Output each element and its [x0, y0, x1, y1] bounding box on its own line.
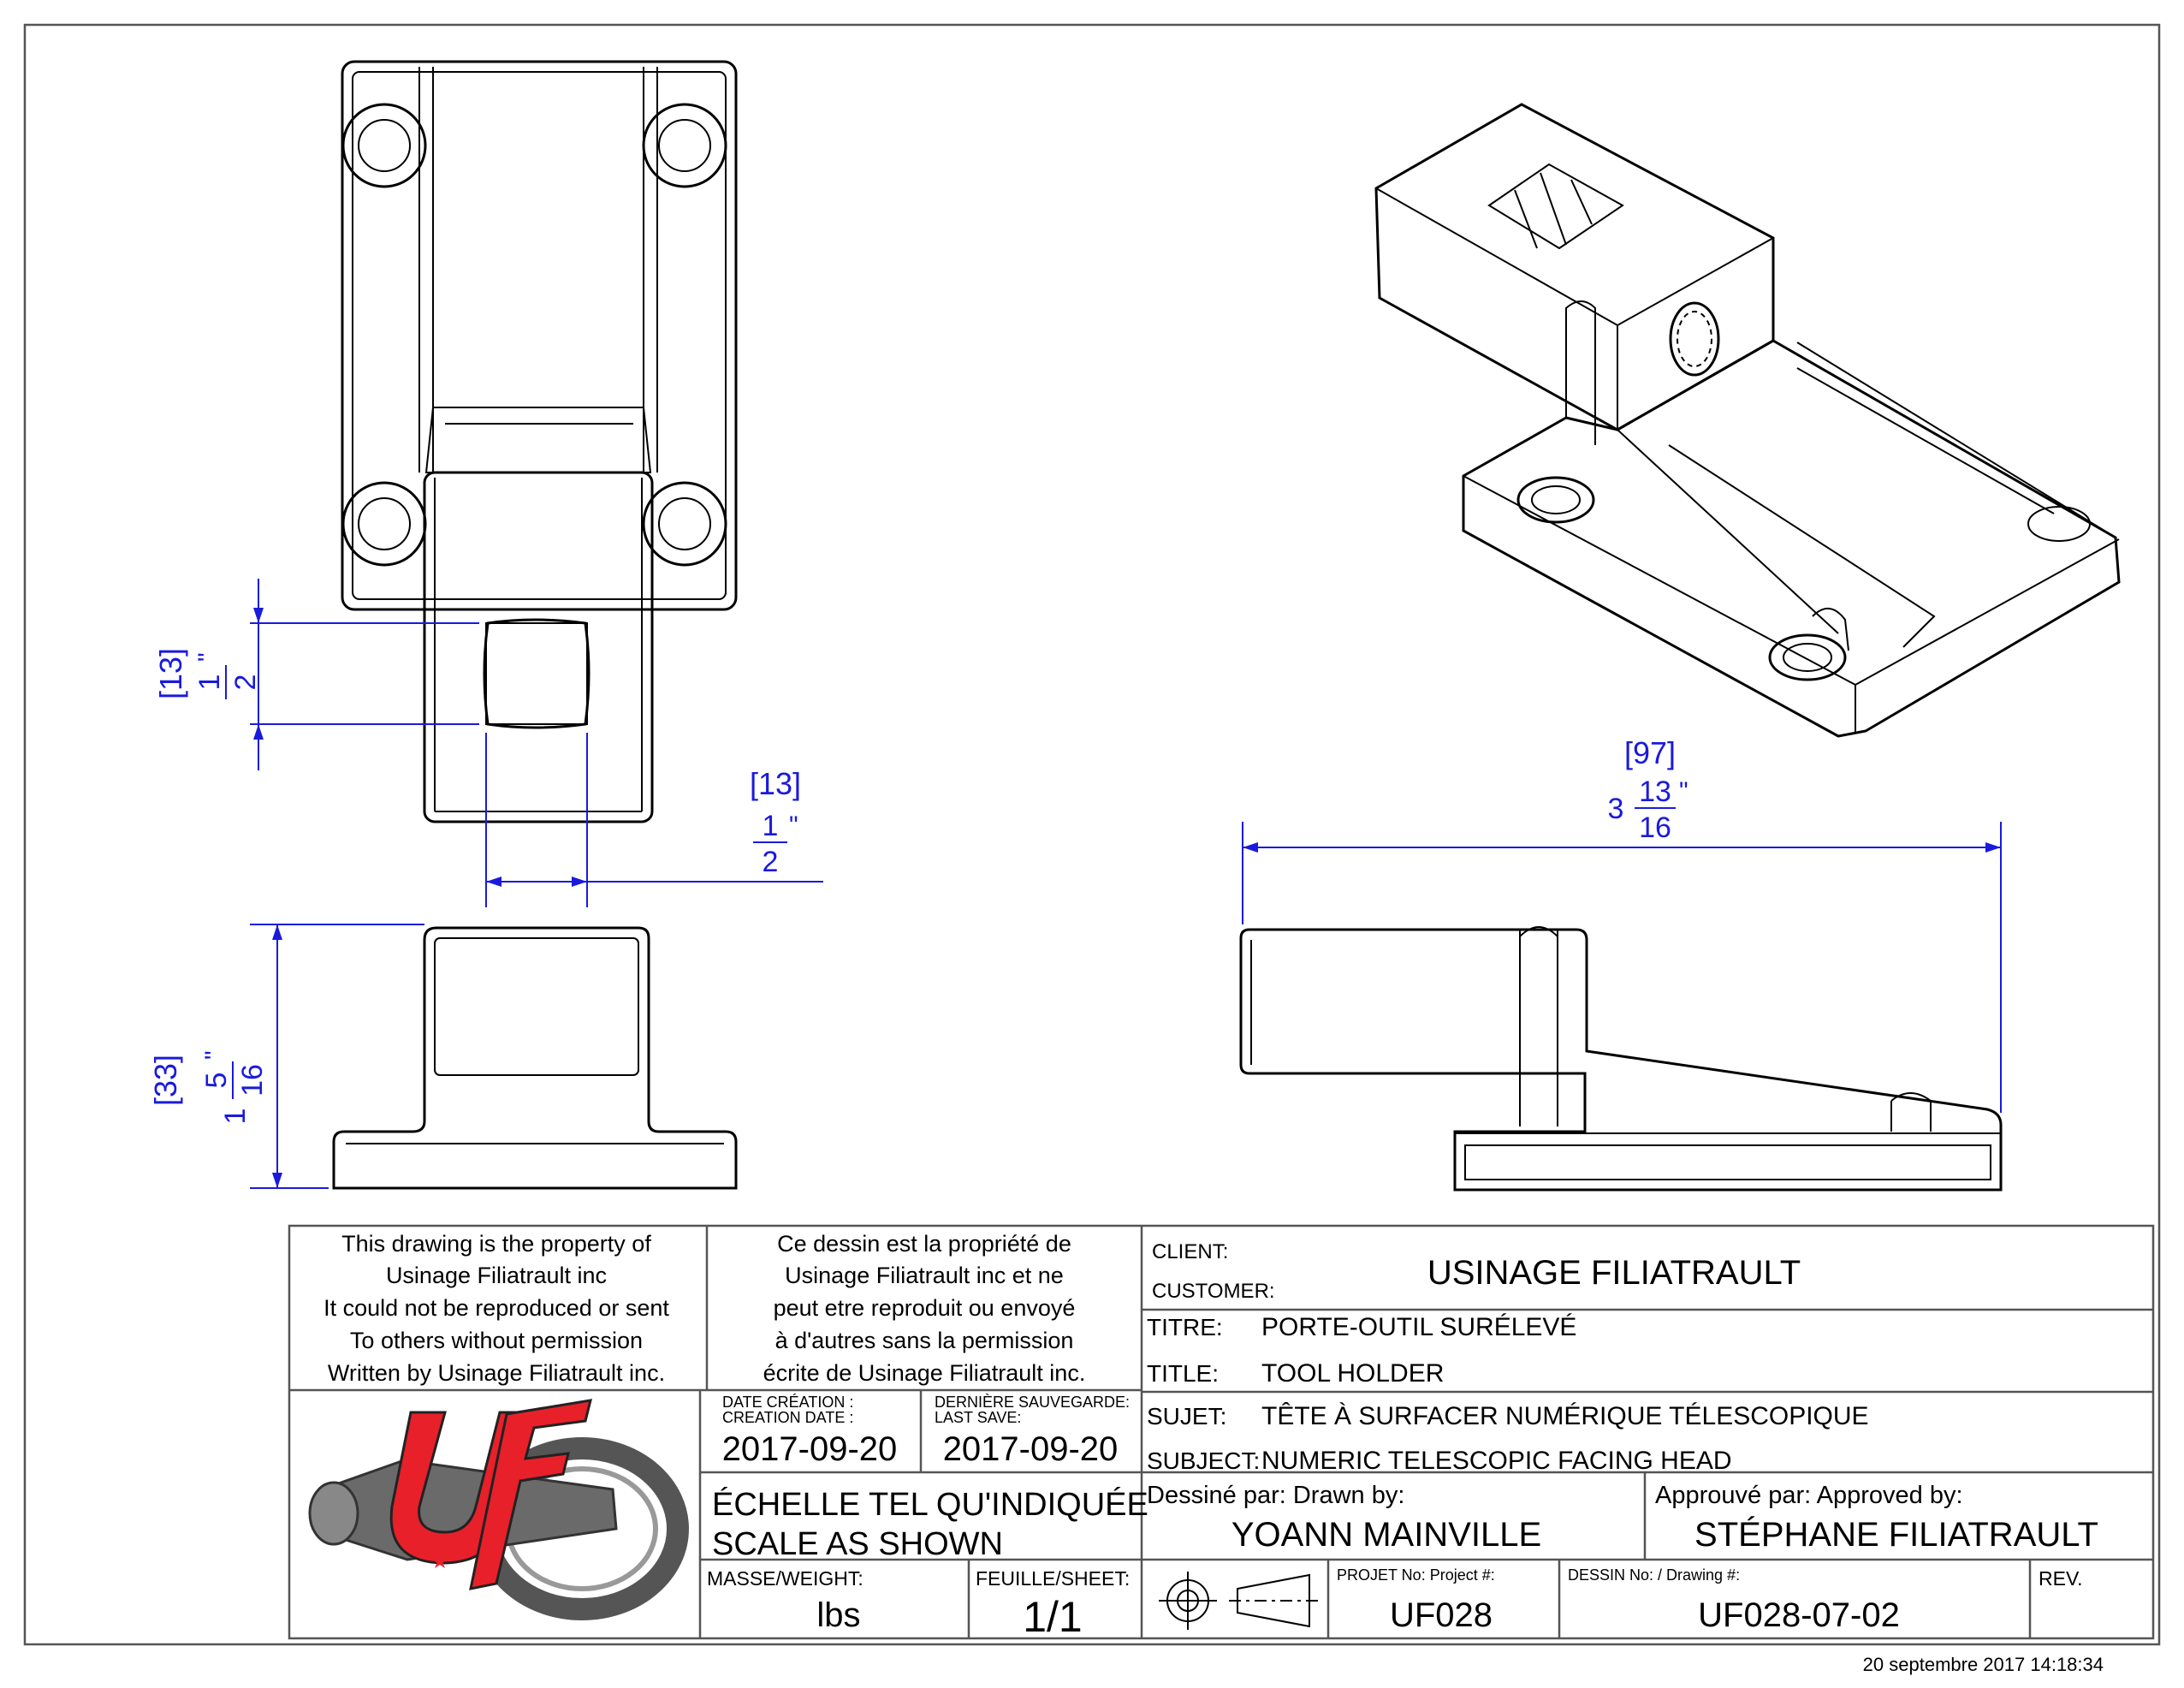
dim-square-width-unit: " [789, 811, 798, 840]
top-view [341, 60, 738, 823]
mass-value: lbs [816, 1596, 860, 1634]
drawn-by-label: Dessiné par: Drawn by: [1147, 1482, 1404, 1509]
sheet-value: 1/1 [1023, 1593, 1083, 1641]
uf-logo [308, 1399, 689, 1620]
subject-label-fr: SUJET: [1147, 1403, 1226, 1429]
dim-overall-length-whole: 3 [1608, 793, 1624, 825]
scale-fr: ÉCHELLE TEL QU'INDIQUÉE [712, 1486, 1148, 1523]
dim-square-width-num: 1 [763, 810, 779, 842]
dim-overall-length-mm: [97] [1624, 735, 1676, 770]
title-block: This drawing is the property of Usinage … [288, 1224, 2155, 1641]
dim-overall-height: [33] 1 5 16 " [148, 924, 424, 1189]
creation-label-en: CREATION DATE : [722, 1409, 853, 1426]
subject-label-en: SUBJECT: [1147, 1447, 1260, 1474]
dim-square-width-mm: [13] [750, 766, 801, 801]
drawn-by-value: YOANN MAINVILLE [1231, 1516, 1541, 1554]
dim-overall-height-den: 16 [236, 1064, 269, 1097]
isometric-view [1374, 103, 2121, 738]
notice-en-line-4: To others without permission [350, 1328, 643, 1353]
sheet-border [23, 23, 2161, 1646]
print-timestamp: 20 septembre 2017 14:18:34 [1863, 1654, 2104, 1675]
last-save-label-en: LAST SAVE: [935, 1409, 1021, 1426]
notice-fr-line-4: à d'autres sans la permission [775, 1328, 1074, 1353]
notice-en-line-1: This drawing is the property of [341, 1231, 651, 1257]
notice-fr-line-1: Ce dessin est la propriété de [777, 1231, 1071, 1257]
creation-date: 2017-09-20 [722, 1430, 898, 1468]
client-value: USINAGE FILIATRAULT [1427, 1254, 1801, 1292]
client-label-en: CUSTOMER: [1152, 1280, 1275, 1303]
notice-en-line-3: It could not be reproduced or sent [323, 1295, 669, 1321]
dim-square-height-den: 2 [229, 675, 262, 691]
rev-label: REV. [2039, 1567, 2083, 1590]
dim-overall-length-den: 16 [1639, 811, 1671, 844]
dim-overall-height-unit: " [200, 1050, 228, 1060]
project-value: UF028 [1390, 1596, 1493, 1634]
dim-overall-height-mm: [33] [148, 1055, 183, 1106]
title-label-fr: TITRE: [1147, 1314, 1223, 1340]
notice-en-line-2: Usinage Filiatrault inc [386, 1263, 607, 1288]
last-save-label-fr: DERNIÈRE SAUVEGARDE: [935, 1394, 1130, 1411]
approved-by-value: STÉPHANE FILIATRAULT [1694, 1515, 2098, 1554]
drawing-value: UF028-07-02 [1698, 1596, 1900, 1634]
notice-fr-line-5: écrite de Usinage Filiatrault inc. [763, 1360, 1086, 1386]
approved-by-label: Approuvé par: Approved by: [1655, 1482, 1963, 1509]
notice-fr-line-2: Usinage Filiatrault inc et ne [785, 1263, 1064, 1288]
dim-overall-height-whole: 1 [219, 1108, 252, 1125]
dim-overall-length-num: 13 [1639, 776, 1671, 808]
project-label: PROJET No: Project #: [1337, 1566, 1495, 1584]
title-value-en: TOOL HOLDER [1261, 1359, 1444, 1388]
subject-value-fr: TÊTE À SURFACER NUMÉRIQUE TÉLESCOPIQUE [1261, 1402, 1869, 1430]
dim-square-height-mm: [13] [153, 648, 188, 699]
last-save-date: 2017-09-20 [943, 1430, 1119, 1468]
drawing-label: DESSIN No: / Drawing #: [1568, 1566, 1740, 1584]
subject-value-en: NUMERIC TELESCOPIC FACING HEAD [1261, 1447, 1732, 1475]
dim-square-width-den: 2 [763, 846, 779, 878]
sheet-label: FEUILLE/SHEET: [976, 1567, 1130, 1590]
dim-overall-height-num: 5 [200, 1073, 233, 1089]
third-angle-projection-symbol [1159, 1572, 1318, 1630]
scale-en: SCALE AS SHOWN [712, 1526, 1003, 1562]
creation-label-fr: DATE CRÉATION : [722, 1394, 853, 1411]
title-label-en: TITLE: [1147, 1360, 1219, 1387]
dim-square-height-num: 1 [193, 675, 226, 691]
dim-overall-length-unit: " [1679, 777, 1688, 805]
title-value-fr: PORTE-OUTIL SURÉLEVÉ [1261, 1313, 1576, 1341]
mass-label: MASSE/WEIGHT: [707, 1567, 864, 1590]
side-view [1239, 926, 2003, 1192]
client-label-fr: CLIENT: [1152, 1240, 1228, 1263]
iso-square-hole [1487, 163, 1624, 250]
dim-square-height-unit: " [193, 652, 222, 662]
dim-square-width: [13] 1 2 " [485, 733, 823, 907]
notice-fr-line-3: peut etre reproduit ou envoyé [774, 1295, 1076, 1321]
front-view [332, 926, 738, 1190]
notice-en-line-5: Written by Usinage Filiatrault inc. [328, 1360, 665, 1386]
dim-square-height: [13] 1 2 " [153, 579, 479, 770]
dim-overall-length: [97] 3 13 16 " [1242, 735, 2002, 1113]
square-drive-hole [483, 618, 591, 729]
